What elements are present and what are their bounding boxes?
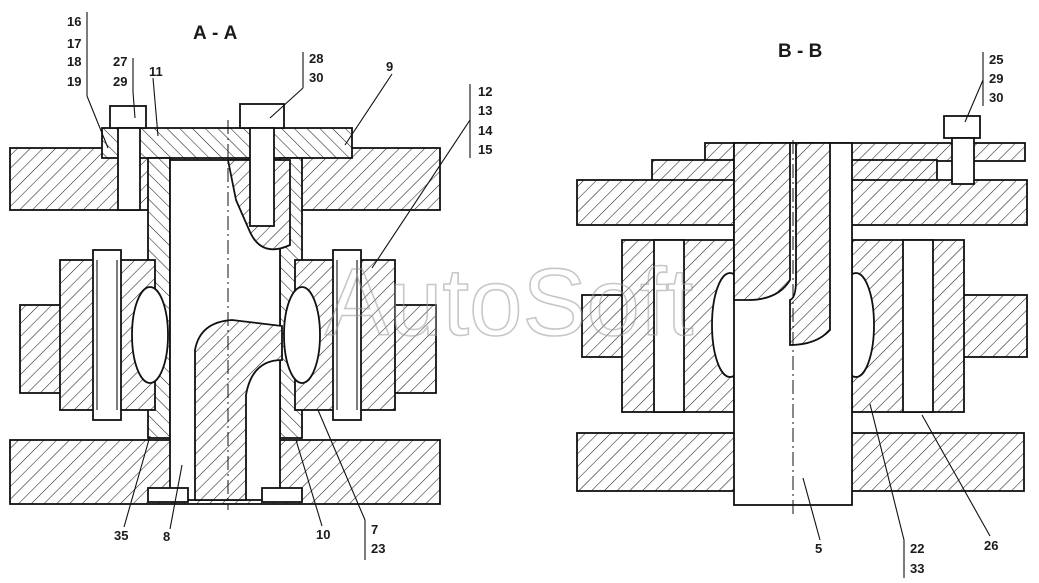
callout-35: 35 — [114, 528, 128, 543]
leader-25-30 — [964, 79, 984, 123]
section-title-a: А - А — [193, 23, 238, 44]
callout-11: 11 — [149, 64, 163, 79]
spherical-ring-left — [131, 286, 169, 384]
leader-28-30 — [269, 87, 304, 119]
section-title-b: В - В — [778, 41, 822, 62]
top-bolt-shank-right — [249, 127, 275, 227]
callout-28: 28 — [309, 51, 323, 66]
callout-17: 17 — [67, 36, 81, 51]
leader-12-15 — [371, 119, 471, 269]
spherical-ring-right — [283, 286, 321, 384]
axle-channel-right — [789, 142, 831, 346]
bolt-b-left — [653, 239, 685, 413]
callout-7: 7 — [371, 522, 378, 537]
callout-13: 13 — [478, 103, 492, 118]
callout-18: 18 — [67, 54, 81, 69]
callout-29-a: 29 — [113, 74, 127, 89]
watermark: AutoSoft — [325, 249, 693, 356]
callout-30-b: 30 — [989, 90, 1003, 105]
leader-7-23 — [317, 409, 366, 521]
leader-9 — [344, 73, 393, 146]
callout-15: 15 — [478, 142, 492, 157]
callouts-b: 25 29 30 5 22 33 26 — [802, 52, 1003, 578]
top-bolt-b-head — [943, 115, 981, 139]
top-bolt-b-shank — [951, 137, 975, 185]
bottom-cap-right — [261, 487, 303, 503]
leader-11 — [152, 77, 159, 137]
bolt-right — [332, 249, 362, 421]
callout-12: 12 — [478, 84, 492, 99]
callout-5: 5 — [815, 541, 822, 556]
leader-16-19 — [86, 95, 109, 149]
callout-27: 27 — [113, 54, 127, 69]
callout-33: 33 — [910, 561, 924, 576]
top-bolt-shank-left — [117, 127, 141, 211]
leader-8 — [169, 464, 183, 530]
callout-29-b: 29 — [989, 71, 1003, 86]
cover-plate — [101, 127, 353, 159]
callout-30-a: 30 — [309, 70, 323, 85]
bolt-b-right — [902, 239, 934, 413]
callouts-a: 16 17 18 19 27 29 11 28 30 9 12 13 14 15… — [67, 12, 493, 560]
callout-22: 22 — [910, 541, 924, 556]
leader-26 — [921, 414, 991, 537]
top-bolt-head-right — [239, 103, 285, 129]
section-a-a — [9, 103, 441, 510]
callout-8: 8 — [163, 529, 170, 544]
callout-19: 19 — [67, 74, 81, 89]
callout-16: 16 — [67, 14, 81, 29]
pin-channel-lower — [194, 319, 283, 501]
leader-22-33 — [869, 403, 905, 541]
leader-10 — [295, 439, 323, 527]
callout-14: 14 — [478, 123, 493, 138]
callout-9: 9 — [386, 59, 393, 74]
top-bolt-head-left — [109, 105, 147, 129]
leader-27-29 — [132, 91, 136, 119]
callout-10: 10 — [316, 527, 330, 542]
callout-23: 23 — [371, 541, 385, 556]
section-b-b — [576, 115, 1028, 515]
leader-35 — [123, 435, 151, 528]
bolt-left — [92, 249, 122, 421]
axle-channel — [733, 142, 791, 301]
callout-25: 25 — [989, 52, 1003, 67]
leader-5 — [802, 477, 821, 541]
callout-26: 26 — [984, 538, 998, 553]
bottom-cap-left — [147, 487, 189, 503]
